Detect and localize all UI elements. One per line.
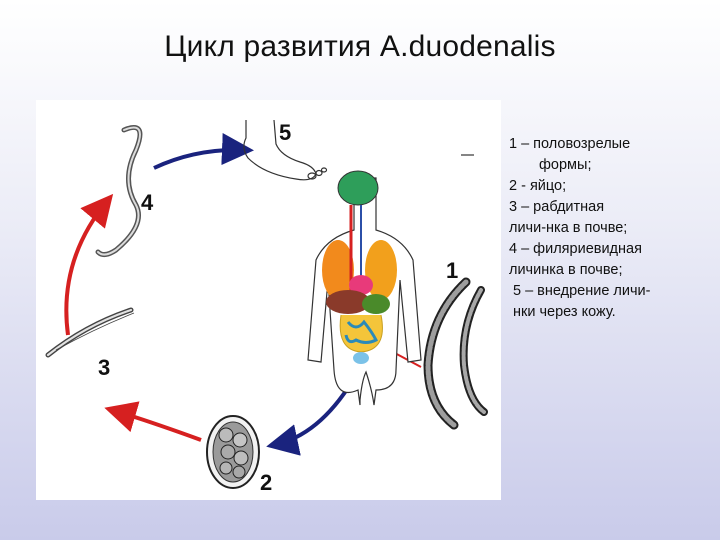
stage-3-label: 3 <box>98 355 111 380</box>
stage-5-label: 5 <box>279 120 292 145</box>
egg-icon <box>206 415 260 489</box>
legend-line: нки через кожу. <box>513 304 616 320</box>
foot-icon <box>243 119 474 181</box>
life-cycle-figure: 5 4 1 3 2 <box>36 100 501 500</box>
stage-2-label: 2 <box>260 470 273 495</box>
legend-line: 5 – внедрение личи- <box>513 283 651 299</box>
legend: 1 – половозрелые формы; 2 - яйцо; 3 – ра… <box>509 134 714 323</box>
legend-line: 1 – половозрелые <box>509 136 631 152</box>
slide-title: Цикл развития A.duodenalis <box>164 30 556 63</box>
legend-line: 3 – рабдитная <box>509 199 605 215</box>
arrow-4-to-5 <box>153 133 254 170</box>
legend-line: личинка в почве; <box>509 262 623 278</box>
filariform-larva-icon <box>95 125 143 258</box>
legend-line: формы; <box>539 157 592 173</box>
human-anatomy-icon <box>307 170 422 406</box>
stage-4-label: 4 <box>141 190 154 215</box>
legend-line: 4 – филяриевидная <box>509 241 642 257</box>
legend-line: личи-нка в почве; <box>509 220 628 236</box>
arrow-2-to-3 <box>104 401 202 442</box>
arrow-3-to-4 <box>64 193 114 336</box>
adult-worm-icon <box>423 277 488 430</box>
legend-line: 2 - яйцо; <box>509 178 567 194</box>
life-cycle-diagram <box>45 119 488 489</box>
rhabditiform-larva-icon <box>45 307 135 358</box>
stage-1-label: 1 <box>446 258 459 283</box>
